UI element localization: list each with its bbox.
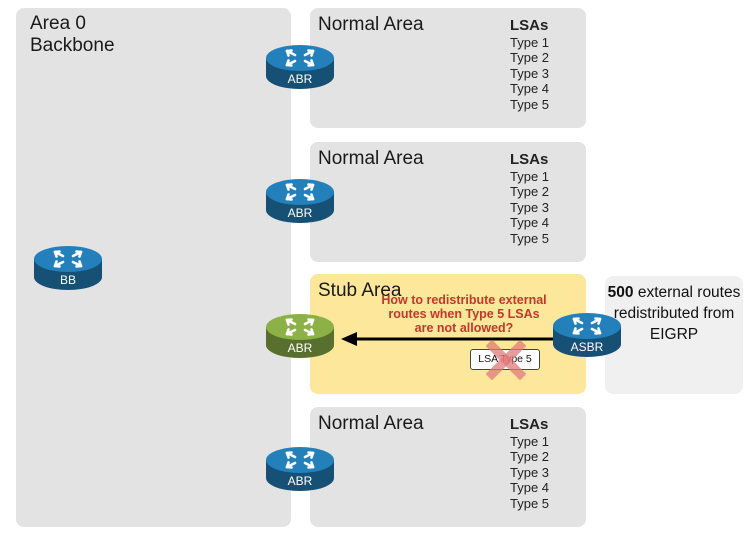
- lsa-header: LSAs: [510, 17, 549, 34]
- lsa-item: Type 2: [510, 50, 550, 65]
- lsa-item: Type 1: [510, 168, 550, 184]
- lsa-item: Type 5: [510, 230, 550, 246]
- router-icon: [553, 313, 621, 357]
- external-routes-desc: external routes redistributed from EIGRP: [613, 284, 741, 343]
- area-title: Normal Area: [318, 413, 424, 434]
- router-label: ABR: [287, 341, 313, 355]
- external-routes-text: 500 external routes redistributed from E…: [605, 282, 743, 345]
- lsa-item: Type 2: [510, 184, 550, 199]
- lsa-item: Type 3: [510, 464, 550, 480]
- lsa-item: Type 3: [510, 199, 550, 215]
- router-icon: [266, 45, 334, 89]
- router-icon: [266, 447, 334, 491]
- lsa-list: LSAs Type 1 Type 2 Type 3 Type 4 Type 5: [510, 152, 570, 246]
- lsa-item: Type 3: [510, 65, 550, 81]
- area-title: Normal Area: [318, 148, 424, 169]
- normal-area-3: Normal Area LSAs Type 1 Type 2 Type 3 Ty…: [310, 407, 586, 527]
- lsa-item: Type 1: [510, 433, 550, 449]
- router-bb: BB: [31, 242, 105, 296]
- lsa-list: LSAs Type 1 Type 2 Type 3 Type 4 Type 5: [510, 18, 570, 112]
- lsa-list: LSAs Type 1 Type 2 Type 3 Type 4 Type 5: [510, 417, 570, 511]
- router-label: ABR: [287, 206, 313, 220]
- lsa-item: Type 2: [510, 449, 550, 464]
- router-icon: [266, 179, 334, 223]
- router-abr-stub: ABR: [263, 310, 337, 364]
- stub-area-title: Stub Area: [318, 280, 402, 301]
- lsa-item: Type 5: [510, 495, 550, 511]
- lsa-item: Type 1: [510, 34, 550, 50]
- router-label: ABR: [287, 474, 313, 488]
- router-label: ASBR: [570, 340, 604, 354]
- lsa-item: Type 4: [510, 215, 550, 230]
- router-label: ABR: [287, 72, 313, 86]
- router-abr-2: ABR: [263, 175, 337, 229]
- area-title: Normal Area: [318, 14, 424, 35]
- backbone-title-line1: Area 0: [30, 13, 86, 34]
- external-routes-count: 500: [607, 284, 634, 301]
- route-arrow-head: [341, 332, 357, 346]
- lsa-item: Type 4: [510, 480, 550, 495]
- normal-area-1: Normal Area LSAs Type 1 Type 2 Type 3 Ty…: [310, 8, 586, 128]
- lsa-header: LSAs: [510, 416, 549, 433]
- router-abr-3: ABR: [263, 443, 337, 497]
- router-icon: [266, 314, 334, 358]
- external-routes-box: 500 external routes redistributed from E…: [605, 276, 743, 394]
- lsa-item: Type 5: [510, 96, 550, 112]
- backbone-title-line2: Backbone: [30, 34, 115, 56]
- lsa-item: Type 4: [510, 81, 550, 96]
- router-asbr: ASBR: [550, 309, 624, 363]
- router-icon: [34, 246, 102, 290]
- backbone-title: Area 0 Backbone: [30, 13, 115, 57]
- lsa-header: LSAs: [510, 151, 549, 168]
- router-label: BB: [59, 273, 76, 287]
- normal-area-2: Normal Area LSAs Type 1 Type 2 Type 3 Ty…: [310, 142, 586, 262]
- blocked-x-icon: [486, 340, 526, 380]
- redistribution-question: How to redistribute external routes when…: [381, 293, 547, 335]
- router-abr-1: ABR: [263, 41, 337, 95]
